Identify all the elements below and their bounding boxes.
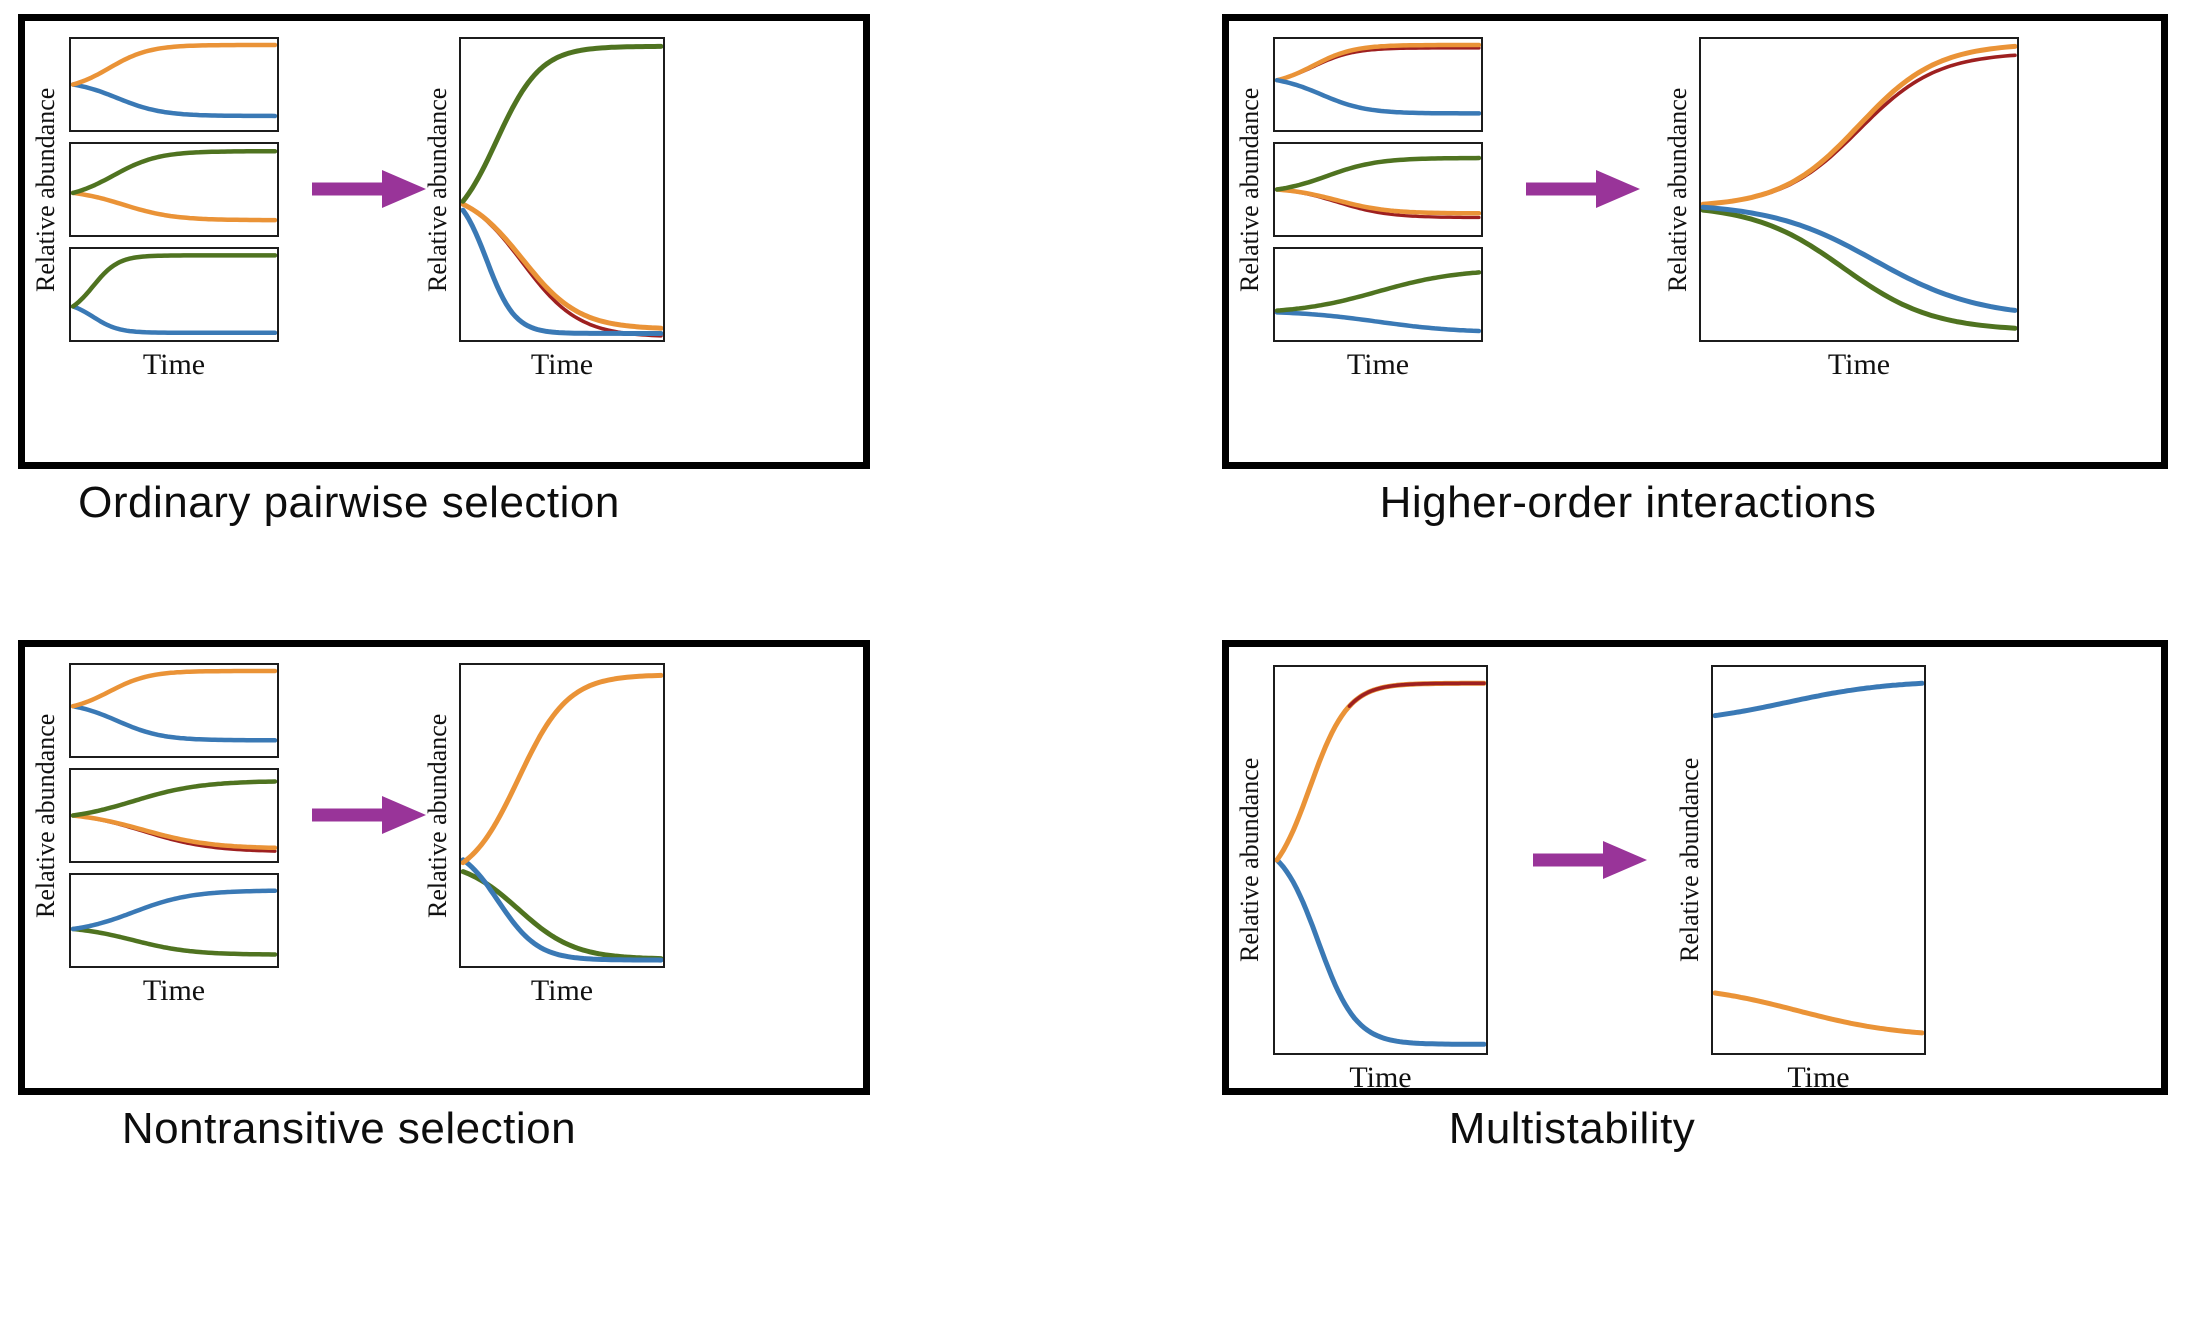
y-axis-label: Relative abundance — [423, 713, 452, 918]
x-axis-label: Time — [1349, 1061, 1412, 1094]
arrow — [308, 166, 428, 217]
line-chart — [461, 43, 663, 338]
x-axis-label: Time — [1787, 1061, 1850, 1094]
y-axis-label: Relative abundance — [1235, 757, 1264, 963]
small-plot — [69, 37, 279, 132]
small-plot — [69, 247, 279, 342]
panel-caption-nontransitive-selection: Nontransitive selection — [121, 1104, 577, 1153]
right-plot — [1711, 665, 1926, 1055]
y-axis-label: Relative abundance — [1675, 757, 1704, 963]
panel-higher-order-interactions: Relative abundance Time Relative abundan… — [1222, 14, 2168, 469]
line-chart — [461, 672, 663, 963]
panel-caption-higher-order-interactions: Higher-order interactions — [1379, 478, 1877, 527]
x-axis-label: Time — [142, 974, 206, 1007]
y-axis-label: Relative abundance — [31, 713, 60, 918]
line-chart — [1713, 680, 1924, 1036]
line-chart — [71, 149, 277, 223]
line-chart — [71, 888, 277, 957]
line-chart — [1275, 270, 1481, 334]
right-arrow-icon — [1533, 841, 1647, 879]
right-arrow-icon — [1526, 170, 1640, 208]
y-axis-label: Relative abundance — [423, 87, 452, 292]
left-plot — [1273, 665, 1488, 1055]
y-axis-label: Relative abundance — [1663, 87, 1692, 292]
line-chart — [1701, 43, 2017, 331]
small-plot — [69, 873, 279, 968]
line-chart — [71, 779, 277, 853]
small-plot — [1273, 37, 1483, 132]
line-chart — [1275, 42, 1481, 116]
right-arrow-icon — [312, 796, 426, 834]
x-axis-label: Time — [530, 974, 594, 1007]
x-axis-label: Time — [1346, 348, 1410, 381]
small-plot — [69, 142, 279, 237]
large-plot — [1699, 37, 2019, 342]
panel-ordinary-pairwise-selection: Relative abundance Time Relative abundan… — [18, 14, 870, 469]
line-chart — [1275, 155, 1481, 220]
panel-caption-multistability: Multistability — [1448, 1104, 1696, 1153]
line-chart — [71, 253, 277, 336]
panel-multistability: Relative abundance Time Relative abundan… — [1222, 640, 2168, 1095]
y-axis-label: Relative abundance — [1235, 87, 1264, 292]
small-plot — [1273, 247, 1483, 342]
arrow — [1529, 837, 1649, 888]
line-chart — [71, 42, 277, 119]
panel-caption-ordinary-pairwise-selection: Ordinary pairwise selection — [78, 478, 620, 527]
small-plot — [69, 663, 279, 758]
arrow — [308, 792, 428, 843]
right-arrow-icon — [312, 170, 426, 208]
small-plot — [1273, 142, 1483, 237]
line-chart — [1275, 680, 1486, 1047]
line-chart — [71, 668, 277, 743]
y-axis-label: Relative abundance — [31, 87, 60, 292]
large-plot — [459, 37, 665, 342]
arrow — [1522, 166, 1642, 217]
x-axis-label: Time — [530, 348, 594, 381]
panel-nontransitive-selection: Relative abundance Time Relative abundan… — [18, 640, 870, 1095]
x-axis-label: Time — [142, 348, 206, 381]
large-plot — [459, 663, 665, 968]
small-plot — [69, 768, 279, 863]
x-axis-label: Time — [1827, 348, 1891, 381]
